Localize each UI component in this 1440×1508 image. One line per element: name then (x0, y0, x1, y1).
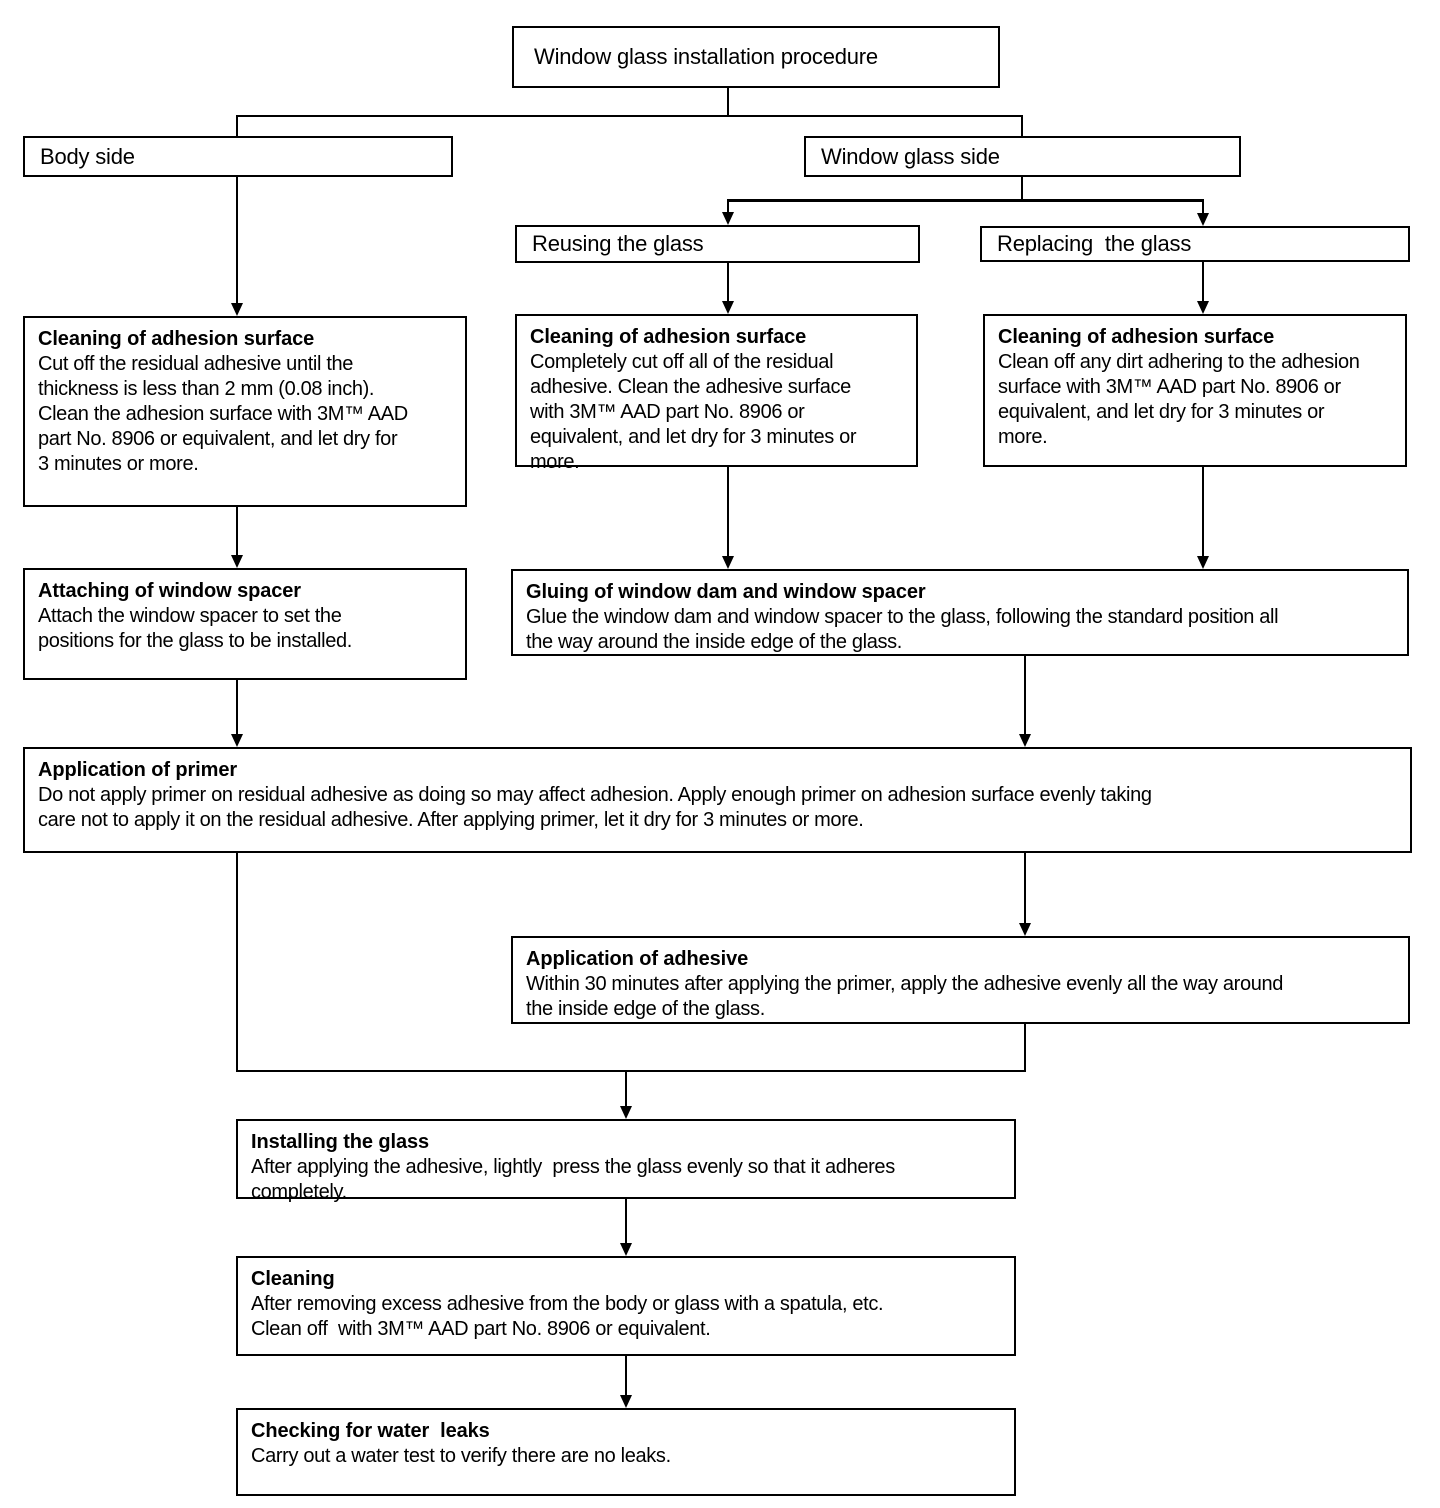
arrowhead-water (620, 1395, 632, 1408)
arrowhead-primer-left (231, 734, 243, 747)
connector-merge-to-install (625, 1070, 627, 1106)
step-body: Do not apply primer on residual adhesive… (38, 784, 1152, 831)
connector-primer-to-adhesive (1024, 853, 1026, 923)
node-cleaning: Cleaning After removing excess adhesive … (236, 1256, 1016, 1356)
node-body-side: Body side (23, 136, 453, 177)
node-gluing-window-dam-spacer: Gluing of window dam and window spacer G… (511, 569, 1409, 656)
arrowhead-attach (231, 555, 243, 568)
arrowhead-gluing-right (1197, 556, 1209, 569)
arrowhead-replacing (1197, 213, 1209, 226)
arrowhead-install (620, 1106, 632, 1119)
step-body: After applying the adhesive, lightly pre… (251, 1156, 895, 1203)
node-replacing-the-glass: Replacing the glass (980, 226, 1410, 262)
connector-to-window-side (1021, 115, 1023, 136)
step-title: Checking for water leaks (251, 1420, 490, 1442)
arrowhead-reusing (722, 212, 734, 225)
connector-primer-bypass-down (236, 853, 238, 1072)
step-body: Completely cut off all of the residual a… (530, 351, 857, 473)
step-title: Cleaning of adhesion surface (530, 326, 807, 348)
connector-cleanreplace-to-gluing (1202, 467, 1204, 556)
connector-clean-to-attach (236, 507, 238, 555)
step-body: After removing excess adhesive from the … (251, 1293, 884, 1340)
connector-attach-to-primer (236, 680, 238, 734)
node-window-glass-side: Window glass side (804, 136, 1241, 177)
step-body: Attach the window spacer to set the posi… (38, 605, 352, 652)
step-body: Cut off the residual adhesive until the … (38, 353, 408, 475)
arrowhead-clean-body (231, 303, 243, 316)
node-installing-the-glass: Installing the glass After applying the … (236, 1119, 1016, 1203)
step-title: Installing the glass (251, 1131, 430, 1153)
arrowhead-clean-replace (1197, 301, 1209, 314)
step-body: Clean off any dirt adhering to the adhes… (998, 351, 1360, 448)
connector-install-to-cleaning (625, 1199, 627, 1243)
procedure-title-label: Window glass installation procedure (534, 44, 878, 69)
arrowhead-adhesive (1019, 923, 1031, 936)
node-cleaning-adhesion-surface-replace: Cleaning of adhesion surface Clean off a… (983, 314, 1407, 467)
connector-merge-line (236, 1070, 1026, 1072)
step-title: Gluing of window dam and window spacer (526, 581, 926, 603)
connector-window-side-down (1021, 177, 1023, 200)
connector-cleaning-to-water (625, 1356, 627, 1395)
connector-reusing-to-clean (727, 263, 729, 301)
connector-title-down (727, 88, 729, 115)
replacing-the-glass-label: Replacing the glass (997, 231, 1192, 256)
connector-to-body-side (236, 115, 238, 136)
connector-to-replacing (1202, 199, 1204, 213)
node-reusing-the-glass: Reusing the glass (515, 225, 920, 263)
step-title: Cleaning of adhesion surface (998, 326, 1275, 348)
step-title: Application of primer (38, 759, 238, 781)
node-application-of-primer: Application of primer Do not apply prime… (23, 747, 1412, 853)
step-body: Carry out a water test to verify there a… (251, 1445, 671, 1467)
connector-to-reusing (727, 199, 729, 212)
arrowhead-primer-right (1019, 734, 1031, 747)
reusing-the-glass-label: Reusing the glass (532, 231, 704, 256)
node-attaching-window-spacer: Attaching of window spacer Attach the wi… (23, 568, 467, 680)
node-checking-water-leaks: Checking for water leaks Carry out a wat… (236, 1408, 1016, 1496)
node-cleaning-adhesion-surface-reuse: Cleaning of adhesion surface Completely … (515, 314, 918, 473)
arrowhead-gluing-left (722, 556, 734, 569)
step-title: Cleaning (251, 1268, 335, 1290)
connector-glass-split (727, 199, 1204, 202)
step-body: Within 30 minutes after applying the pri… (526, 973, 1284, 1020)
node-procedure-title: Window glass installation procedure (512, 26, 1000, 88)
connector-cleanreuse-to-gluing (727, 467, 729, 556)
arrowhead-cleaning (620, 1243, 632, 1256)
node-application-of-adhesive: Application of adhesive Within 30 minute… (511, 936, 1410, 1024)
arrowhead-clean-reuse (722, 301, 734, 314)
step-title: Cleaning of adhesion surface (38, 328, 315, 350)
connector-body-to-clean (236, 177, 238, 303)
step-title: Attaching of window spacer (38, 580, 301, 602)
connector-top-split (236, 115, 1023, 117)
node-cleaning-adhesion-surface-body: Cleaning of adhesion surface Cut off the… (23, 316, 467, 507)
connector-gluing-to-primer (1024, 656, 1026, 734)
step-body: Glue the window dam and window spacer to… (526, 606, 1279, 653)
connector-adhesive-down (1024, 1024, 1026, 1072)
body-side-label: Body side (40, 143, 135, 169)
window-glass-side-label: Window glass side (821, 143, 1000, 169)
step-title: Application of adhesive (526, 948, 749, 970)
connector-replacing-to-clean (1202, 262, 1204, 301)
